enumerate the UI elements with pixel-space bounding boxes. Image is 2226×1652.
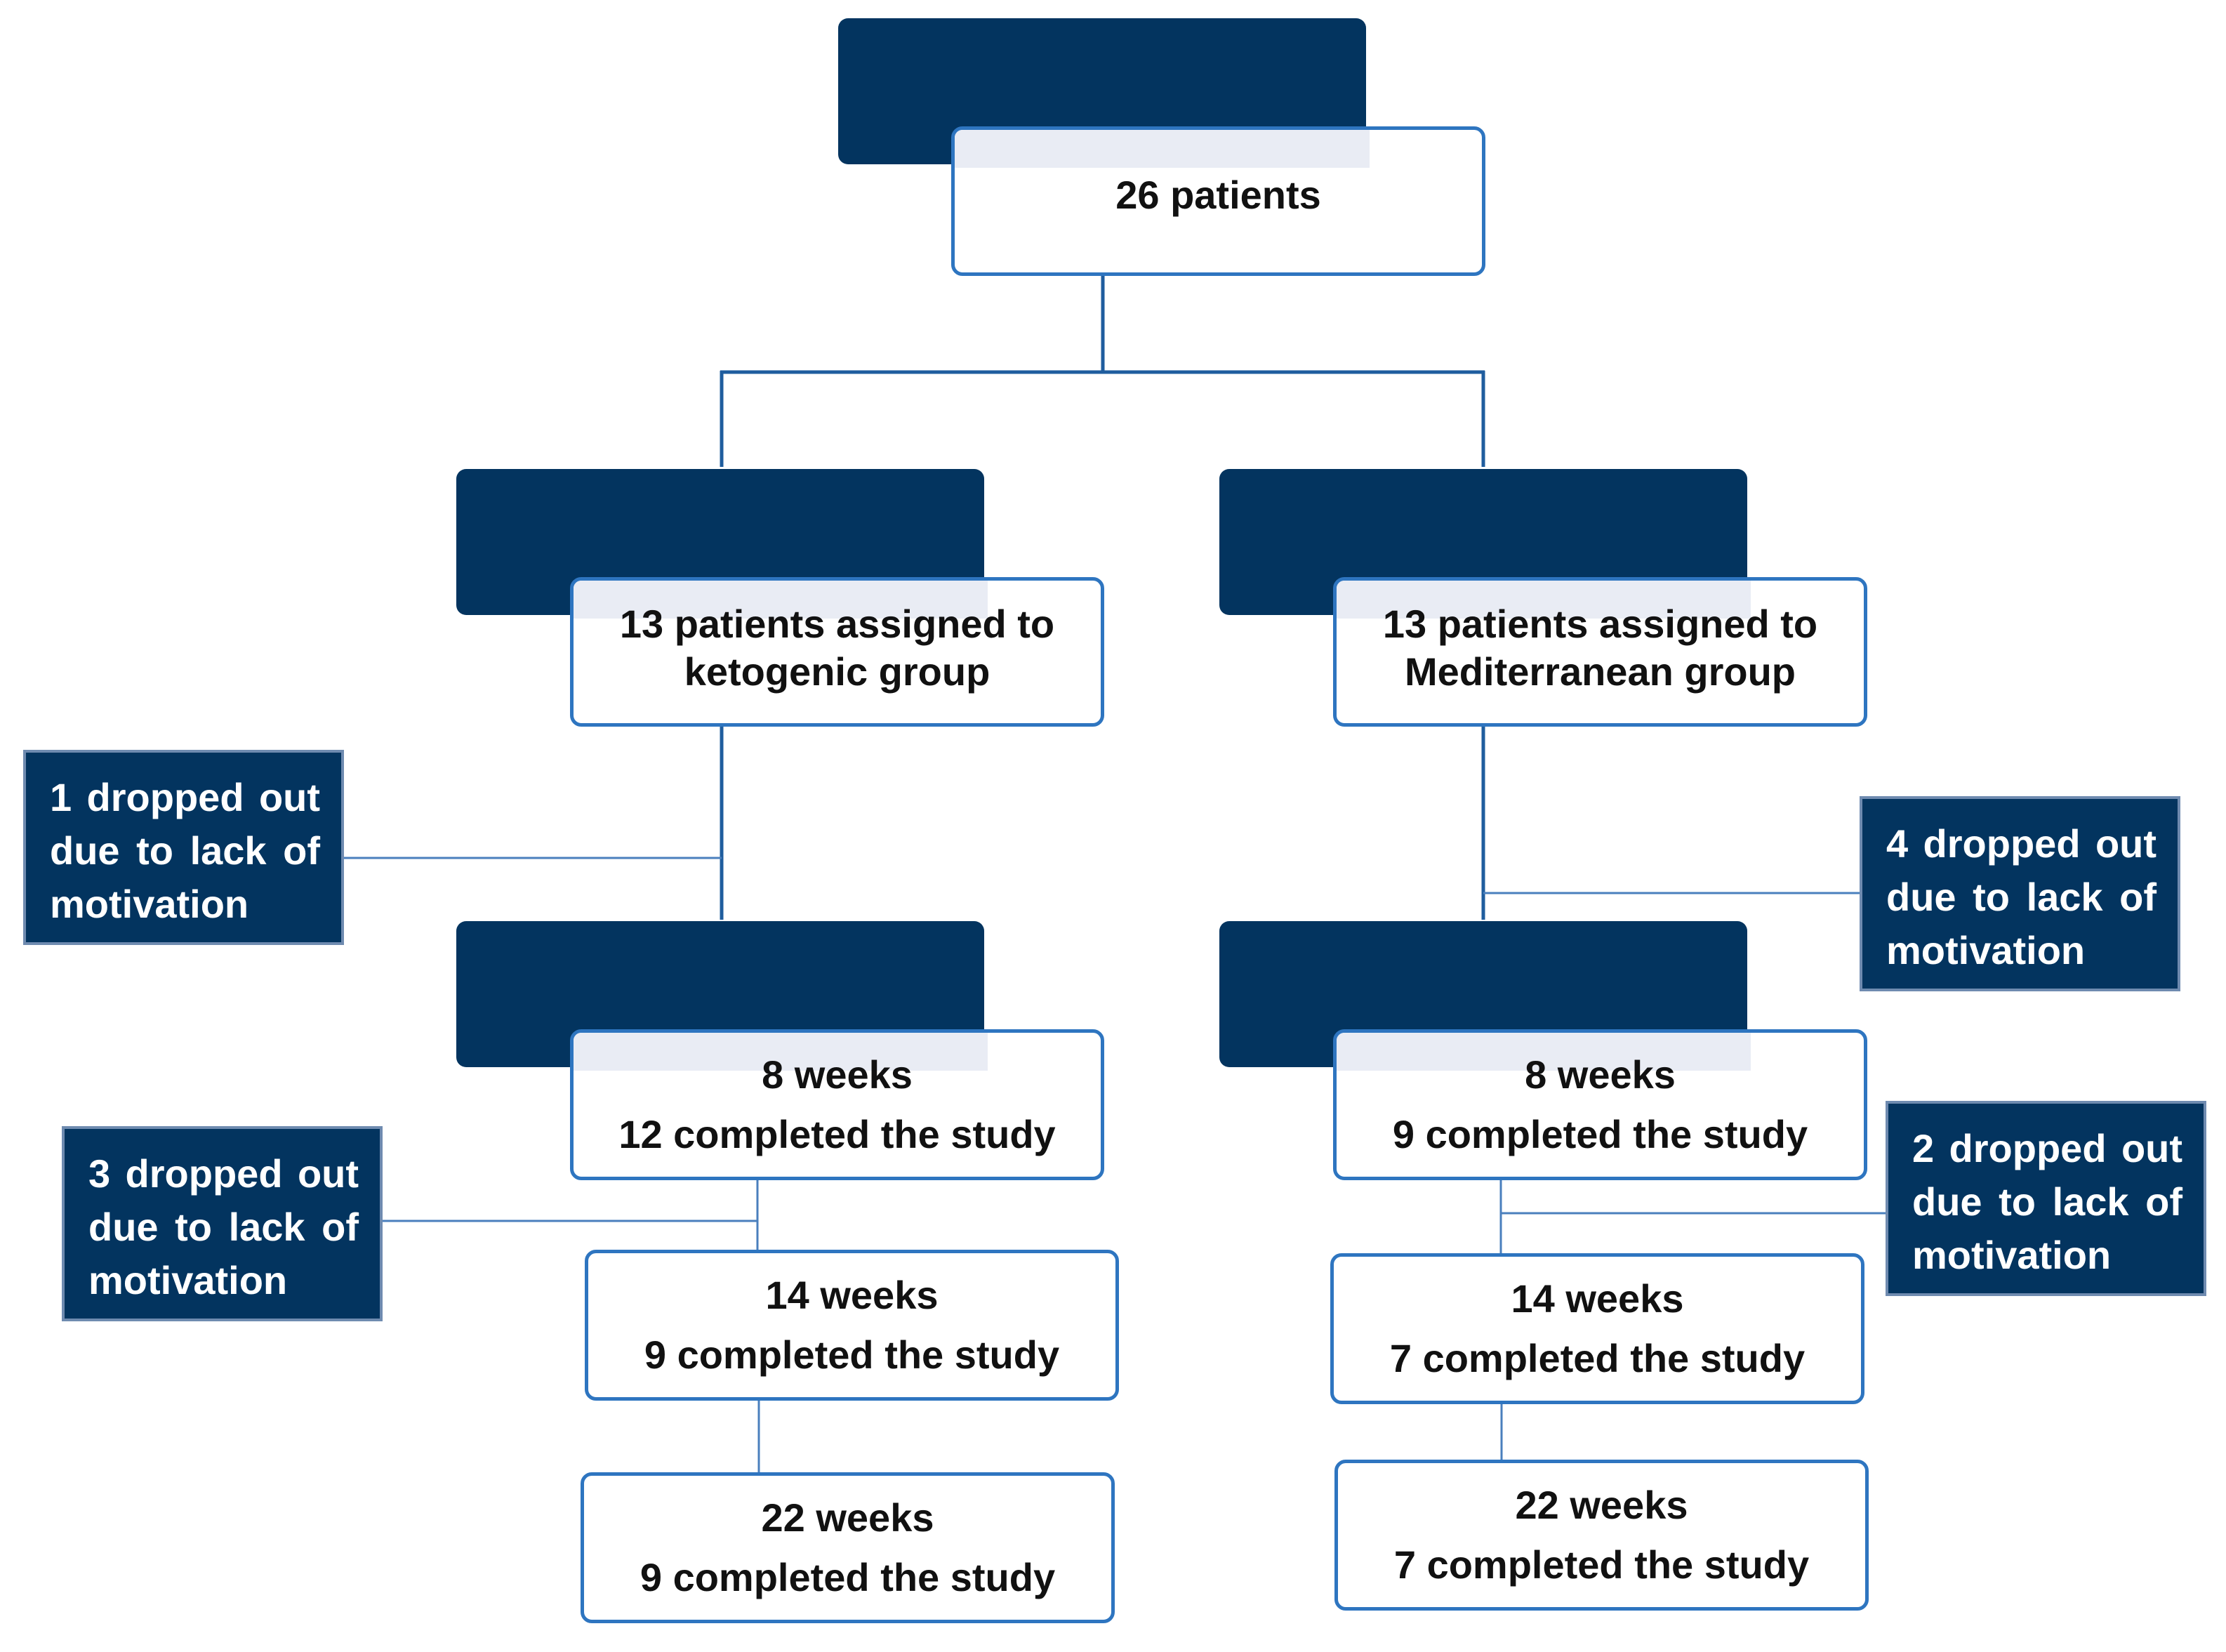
overlap-tint xyxy=(1337,581,1751,619)
mediterranean-14-weeks-box: 14 weeks 7 completed the study xyxy=(1330,1253,1864,1404)
mediterranean-group-line1: 13 patients assigned to xyxy=(1382,601,1818,646)
total-patients-box: 26 patients xyxy=(951,126,1485,276)
dropout-line2: due to lack of xyxy=(1886,875,2157,919)
dropout-line2: due to lack of xyxy=(1912,1179,2182,1224)
dropout-line3: motivation xyxy=(50,882,249,926)
dropout-line3: motivation xyxy=(1886,928,2086,972)
dropout-line3: motivation xyxy=(1912,1233,2112,1277)
mediterranean-8-weeks-completed: 9 completed the study xyxy=(1392,1111,1808,1156)
dropout-line1: 2 dropped out xyxy=(1912,1126,2182,1170)
dropout-line2: due to lack of xyxy=(50,828,320,873)
ketogenic-8-weeks-completed: 12 completed the study xyxy=(618,1111,1056,1156)
dropout-line2: due to lack of xyxy=(88,1205,359,1249)
dropout-line1: 3 dropped out xyxy=(88,1151,359,1196)
mediterranean-group-box: 13 patients assigned to Mediterranean gr… xyxy=(1333,577,1867,727)
mediterranean-22-weeks-box: 22 weeks 7 completed the study xyxy=(1334,1460,1869,1611)
overlap-tint xyxy=(574,581,988,619)
mediterranean-second-dropout-box: 2 dropped out due to lack of motivation xyxy=(1886,1101,2206,1296)
mediterranean-22-weeks-completed: 7 completed the study xyxy=(1393,1542,1810,1587)
mediterranean-14-weeks-completed: 7 completed the study xyxy=(1389,1335,1806,1380)
ketogenic-group-line2: ketogenic group xyxy=(684,649,991,694)
ketogenic-14-weeks-completed: 9 completed the study xyxy=(644,1332,1060,1377)
ketogenic-14-weeks-box: 14 weeks 9 completed the study xyxy=(585,1250,1119,1401)
overlap-tint xyxy=(574,1033,988,1071)
mediterranean-8-weeks-label: 8 weeks xyxy=(1525,1052,1676,1097)
ketogenic-22-weeks-label: 22 weeks xyxy=(761,1495,934,1540)
mediterranean-14-weeks-label: 14 weeks xyxy=(1511,1276,1684,1321)
ketogenic-8-weeks-label: 8 weeks xyxy=(762,1052,913,1097)
mediterranean-8-weeks-box: 8 weeks 9 completed the study xyxy=(1333,1029,1867,1180)
mediterranean-first-dropout-box: 4 dropped out due to lack of motivation xyxy=(1860,796,2180,991)
ketogenic-8-weeks-box: 8 weeks 12 completed the study xyxy=(570,1029,1104,1180)
dropout-line1: 4 dropped out xyxy=(1886,821,2157,866)
overlap-tint xyxy=(1337,1033,1751,1071)
ketogenic-group-box: 13 patients assigned to ketogenic group xyxy=(570,577,1104,727)
dropout-line3: motivation xyxy=(88,1258,288,1302)
overlap-tint xyxy=(955,130,1370,168)
ketogenic-second-dropout-box: 3 dropped out due to lack of motivation xyxy=(62,1126,383,1321)
ketogenic-22-weeks-box: 22 weeks 9 completed the study xyxy=(581,1472,1115,1623)
ketogenic-14-weeks-label: 14 weeks xyxy=(765,1273,939,1318)
ketogenic-group-line1: 13 patients assigned to xyxy=(619,601,1055,646)
mediterranean-group-line2: Mediterranean group xyxy=(1405,649,1796,694)
mediterranean-22-weeks-label: 22 weeks xyxy=(1515,1483,1688,1528)
ketogenic-22-weeks-completed: 9 completed the study xyxy=(640,1554,1056,1599)
ketogenic-first-dropout-box: 1 dropped out due to lack of motivation xyxy=(23,750,344,945)
total-patients-text: 26 patients xyxy=(1115,172,1321,217)
dropout-line1: 1 dropped out xyxy=(50,775,320,819)
